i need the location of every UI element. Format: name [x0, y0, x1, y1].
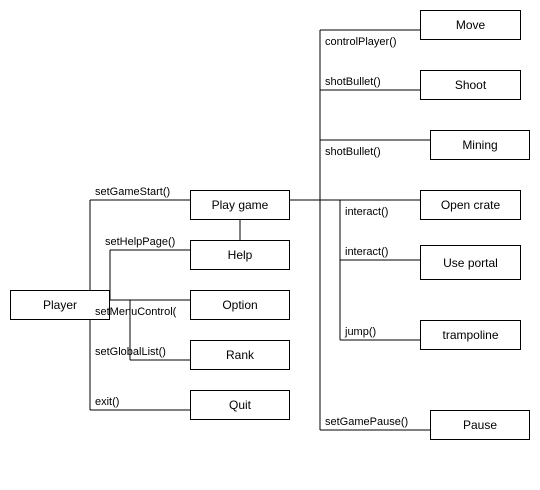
edge-label-interact-1: interact() — [345, 206, 389, 218]
play-game-node: Play game — [190, 190, 290, 220]
edge-label-set-global-list: setGlobalList() — [95, 346, 166, 358]
open-crate-node: Open crate — [420, 190, 521, 220]
edge-label-set-help-page: setHelpPage() — [105, 236, 176, 248]
edge-label-interact-2: interact() — [345, 246, 389, 258]
edge-label-shot-bullet-2: shotBullet() — [325, 146, 381, 158]
trampoline-node: trampoline — [420, 320, 521, 350]
quit-node: Quit — [190, 390, 290, 420]
edge-label-set-game-start: setGameStart() — [95, 186, 171, 198]
pause-node: Pause — [430, 410, 530, 440]
use-portal-node: Use portal — [420, 245, 521, 280]
player-node: Player — [10, 290, 110, 320]
option-node: Option — [190, 290, 290, 320]
edge-label-exit: exit() — [95, 396, 120, 408]
rank-node: Rank — [190, 340, 290, 370]
help-node: Help — [190, 240, 290, 270]
edge-label-shot-bullet-1: shotBullet() — [325, 76, 381, 88]
shoot-node: Shoot — [420, 70, 521, 100]
edge-label-jump: jump() — [345, 326, 377, 338]
move-node: Move — [420, 10, 521, 40]
mining-node: Mining — [430, 130, 530, 160]
edge-label-set-menu-control: setMenuControl( — [95, 306, 177, 318]
edge-label-control-player: controlPlayer() — [325, 36, 397, 48]
edge-label-set-game-pause: setGamePause() — [325, 416, 409, 428]
